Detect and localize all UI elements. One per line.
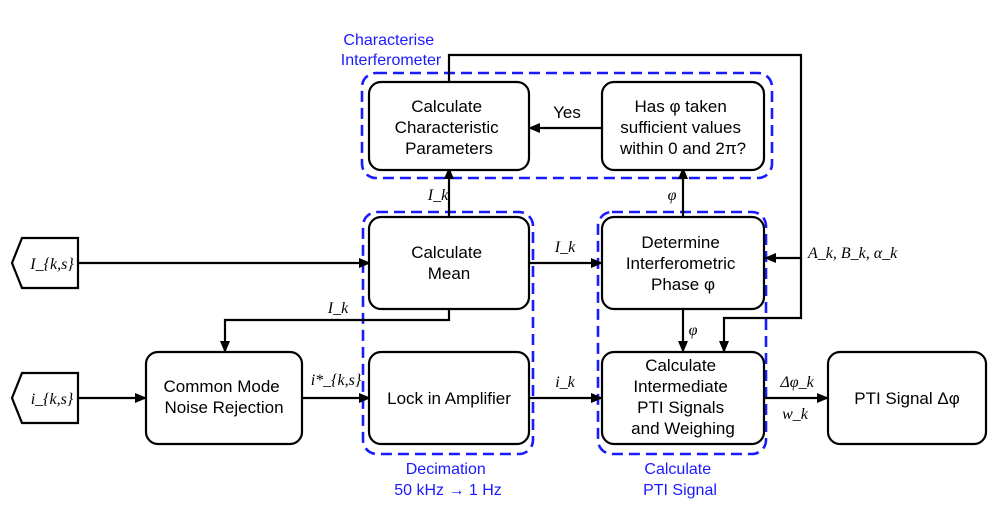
edge-label-ik-star: i*_{k,s} xyxy=(311,372,362,389)
node-determine-phase: Determine Interferometric Phase φ xyxy=(600,215,766,311)
edge-label-phi-down: φ xyxy=(689,322,698,339)
node-lock-in: Lock in Amplifier xyxy=(367,350,531,446)
node-calc-intermediate-label: Calculate Intermediate PTI Signals and W… xyxy=(631,356,735,438)
group-characterise-title: Characterise Interferometer xyxy=(341,32,442,69)
edge-label-Ik-right: I_k xyxy=(554,239,576,256)
edge-label-Ik-down: I_k xyxy=(327,300,349,317)
input-I-ks: I_{k,s} xyxy=(10,236,80,290)
node-has-phi: Has φ taken sufficient values within 0 a… xyxy=(600,80,766,172)
node-pti-signal: PTI Signal Δφ xyxy=(826,350,988,446)
node-calculate-characteristic: Calculate Characteristic Parameters xyxy=(367,80,531,172)
group-decimation-title: Decimation 50 kHz → 1 Hz xyxy=(394,461,502,499)
wires xyxy=(78,53,829,403)
node-common-mode-label: Common Mode Noise Rejection xyxy=(164,377,285,417)
input-i-ks-label: i_{k,s} xyxy=(31,391,74,408)
input-i-ks: i_{k,s} xyxy=(10,371,80,425)
node-calc-intermediate: Calculate Intermediate PTI Signals and W… xyxy=(600,350,766,446)
group-characterise-outline xyxy=(360,71,774,180)
input-I-ks-label: I_{k,s} xyxy=(29,256,74,273)
node-has-phi-label: Has φ taken sufficient values within 0 a… xyxy=(619,97,746,158)
edge-label-yes: Yes xyxy=(553,103,581,122)
node-pti-signal-label: PTI Signal Δφ xyxy=(854,389,960,408)
node-calculate-mean-label: Calculate Mean xyxy=(411,243,487,283)
node-determine-phase-label: Determine Interferometric Phase φ xyxy=(626,233,740,294)
edge-label-ik: i_k xyxy=(555,374,575,391)
node-calculate-characteristic-label: Calculate Characteristic Parameters xyxy=(395,97,504,158)
edge-label-phi-up: φ xyxy=(668,187,677,204)
edge-label-dphi: Δφ_k xyxy=(779,374,814,391)
edge-label-wk: w_k xyxy=(782,406,809,423)
group-calc-pti-title: Calculate PTI Signal xyxy=(643,461,717,499)
node-common-mode: Common Mode Noise Rejection xyxy=(144,350,304,446)
node-calculate-mean: Calculate Mean xyxy=(367,215,531,311)
edge-label-Ik-up: I_k xyxy=(427,187,449,204)
edge-label-params: A_k, B_k, α_k xyxy=(807,245,898,262)
node-lock-in-label: Lock in Amplifier xyxy=(387,389,511,408)
